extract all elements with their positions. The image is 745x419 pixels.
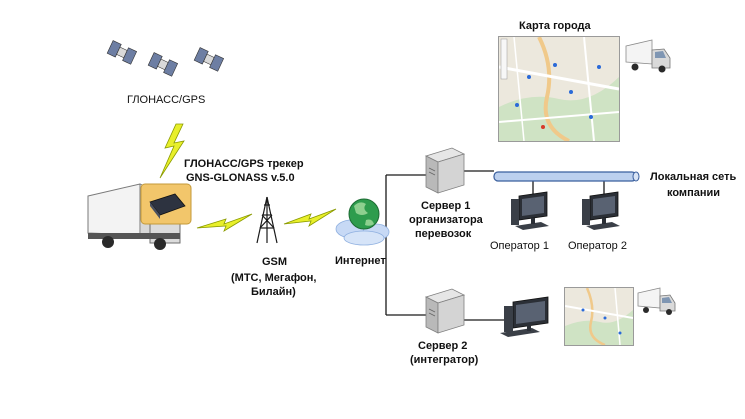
network-label-line2: компании	[667, 187, 721, 199]
internet-label: Интернет	[335, 255, 386, 267]
tracker-device-icon	[140, 183, 192, 225]
tracker-label-line2: GNS-GLONASS v.5.0	[186, 172, 295, 184]
server2-label-line1: Сервер 2	[418, 340, 468, 352]
server1-label-line3: перевозок	[415, 228, 472, 240]
gsm-label-line3: Билайн)	[251, 286, 296, 298]
operator1-label: Оператор 1	[490, 240, 549, 252]
small-truck-icon	[637, 287, 676, 315]
operator1-computer-icon	[511, 191, 549, 230]
city-map-title: Карта города	[519, 20, 591, 32]
lightning-tower-internet-icon	[283, 208, 337, 227]
network-label-line1: Локальная сеть	[650, 171, 737, 183]
server1-icon	[424, 147, 466, 194]
gsm-label-line2: (МТС, Мегафон,	[231, 272, 317, 284]
server1-label-line2: организатора	[409, 214, 483, 226]
lan-bus	[493, 171, 640, 182]
operator2-label: Оператор 2	[568, 240, 627, 252]
gsm-label-line1: GSM	[262, 256, 288, 268]
lightning-satellite-icon	[159, 123, 185, 179]
server1-label-line1: Сервер 1	[421, 200, 471, 212]
satellite-icon	[193, 47, 225, 72]
server2-map-image	[564, 287, 634, 346]
operator2-computer-icon	[582, 191, 620, 230]
cell-tower-icon	[256, 196, 278, 244]
small-truck-icon	[625, 39, 671, 73]
city-map-image	[498, 36, 620, 142]
connection-lines	[385, 170, 605, 321]
lightning-tracker-tower-icon	[196, 213, 253, 232]
tracker-label-line1: ГЛОНАСС/GPS трекер	[184, 158, 304, 170]
satellite-icon	[106, 40, 138, 65]
satellite-icon	[147, 52, 179, 77]
server2-computer-icon	[500, 296, 549, 337]
internet-globe-icon	[335, 198, 390, 246]
satellites-label: ГЛОНАСС/GPS	[127, 94, 206, 106]
server2-label-line2: (интегратор)	[410, 354, 479, 366]
server2-icon	[424, 288, 466, 334]
